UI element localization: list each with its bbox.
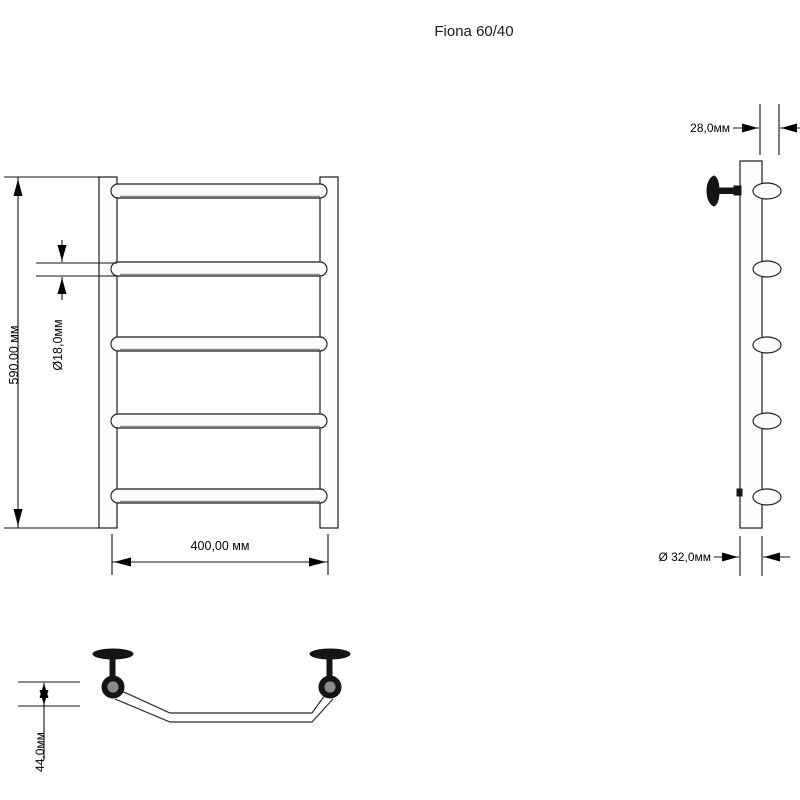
side-rungs bbox=[752, 182, 782, 506]
height-dimension-label: 590.00 мм bbox=[7, 326, 21, 385]
bracket-connector bbox=[733, 185, 742, 196]
rung-diameter-label: Ø18,0мм bbox=[51, 319, 65, 370]
plan-left-joint-inner bbox=[106, 680, 120, 694]
rail-diameter-dimension: Ø 32,0мм bbox=[658, 536, 790, 576]
depth-dimension: 28,0мм bbox=[690, 104, 800, 155]
bracket-wall-plate bbox=[706, 175, 720, 207]
side-elevation-view bbox=[706, 160, 782, 529]
front-left-rail bbox=[98, 176, 118, 529]
depth-dimension-label: 28,0мм bbox=[690, 121, 730, 135]
rung-diameter-dimension: Ø18,0мм bbox=[36, 240, 117, 371]
plan-right-joint-inner bbox=[323, 680, 337, 694]
page-title: Fiona 60/40 bbox=[434, 23, 513, 40]
side-rung-3 bbox=[752, 336, 782, 354]
side-wall-bracket bbox=[706, 175, 742, 207]
front-rungs bbox=[110, 183, 328, 504]
offset-dimension: 44,0мм bbox=[18, 681, 80, 772]
plan-view bbox=[92, 648, 351, 723]
front-rung-3 bbox=[110, 336, 328, 352]
bracket-stem bbox=[718, 187, 737, 194]
plan-bracket-left bbox=[92, 648, 134, 699]
rail-diameter-label: Ø 32,0мм bbox=[658, 550, 711, 564]
side-rung-4 bbox=[752, 412, 782, 430]
side-rung-5 bbox=[752, 488, 782, 506]
front-elevation-view bbox=[98, 176, 339, 529]
front-right-rail bbox=[319, 176, 339, 529]
side-rung-2 bbox=[752, 260, 782, 278]
offset-dimension-label: 44,0мм bbox=[33, 732, 47, 772]
plan-bracket-right bbox=[309, 648, 351, 699]
front-rung-5 bbox=[110, 488, 328, 504]
front-rung-1 bbox=[110, 183, 328, 199]
side-rung-1 bbox=[752, 182, 782, 200]
width-dimension: 400,00 мм bbox=[111, 534, 329, 575]
side-lower-fixing-stub bbox=[736, 488, 743, 497]
plan-tube bbox=[114, 687, 334, 723]
front-rung-2 bbox=[110, 261, 328, 277]
width-dimension-label: 400,00 мм bbox=[191, 539, 250, 553]
front-rung-4 bbox=[110, 413, 328, 429]
height-dimension: 590.00 мм bbox=[4, 176, 99, 529]
